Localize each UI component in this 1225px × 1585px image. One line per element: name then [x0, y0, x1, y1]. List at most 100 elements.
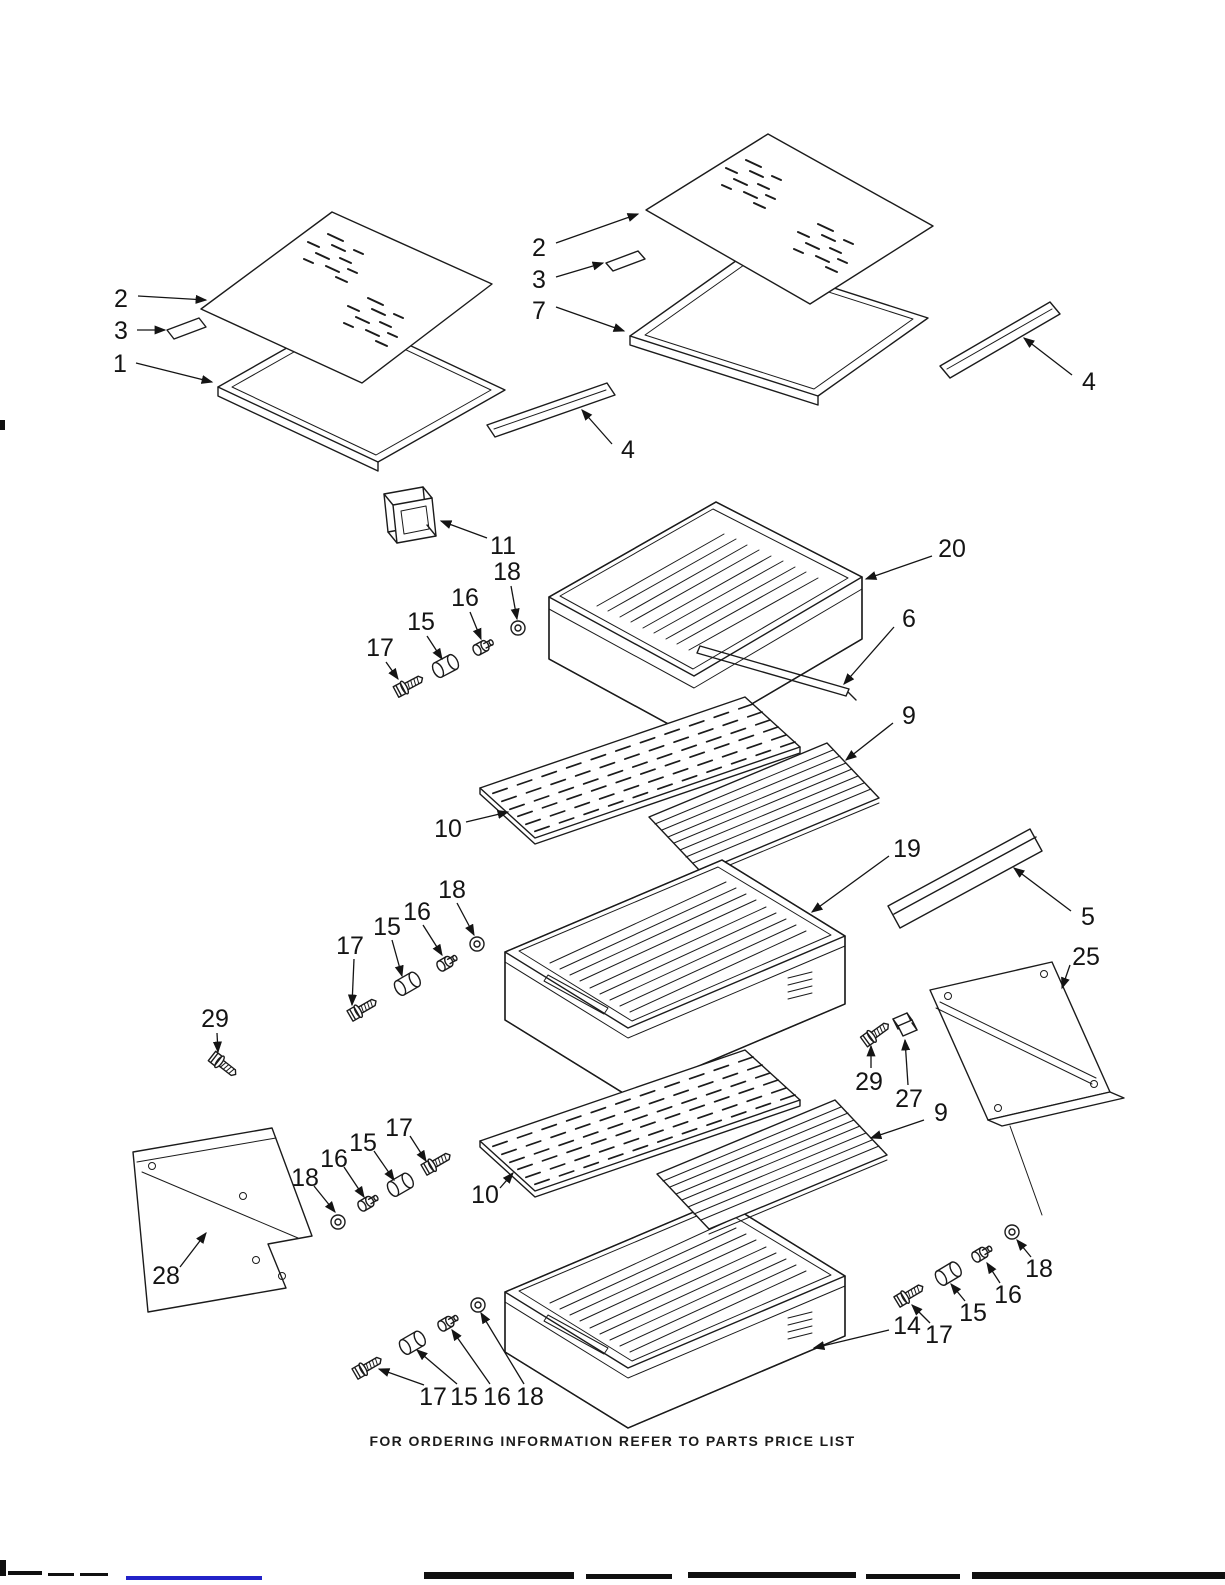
shelf-frame-right — [629, 257, 929, 406]
shelf-trim-left — [166, 317, 207, 340]
crisper-drawer-14 — [504, 1199, 846, 1429]
callout-label-10: 10 — [471, 1181, 499, 1209]
callout-label-16: 16 — [483, 1383, 511, 1411]
page-edge-artifact — [48, 1573, 74, 1576]
callout-leader-1 — [135, 362, 214, 384]
callout-leader-15 — [950, 1282, 966, 1302]
callout-leader-18 — [456, 902, 475, 937]
callout-leader-16 — [469, 611, 482, 641]
spacer-16 — [434, 951, 460, 974]
callout-leader-15 — [416, 1349, 458, 1385]
screw-17 — [350, 1352, 386, 1381]
callout-label-6: 6 — [902, 605, 916, 633]
callout-leader-17 — [385, 661, 399, 681]
callout-label-9: 9 — [902, 702, 916, 730]
screw-29-left — [206, 1049, 241, 1081]
callout-leader-10 — [465, 809, 510, 823]
callout-leader-11 — [439, 520, 488, 539]
callout-label-15: 15 — [450, 1383, 478, 1411]
wire-shelf-9-lower — [656, 1099, 888, 1235]
callout-label-18: 18 — [493, 558, 521, 586]
callout-leader-7 — [555, 306, 626, 332]
callout-leader-18 — [313, 1185, 336, 1214]
screw-17 — [419, 1148, 455, 1177]
wire-shelf-9-upper — [648, 742, 880, 878]
callout-leader-9 — [869, 1119, 925, 1139]
page-edge-artifact — [80, 1573, 108, 1576]
callout-leader-16 — [986, 1261, 1001, 1284]
page-edge-artifact — [0, 420, 5, 430]
callout-leader-18 — [480, 1311, 525, 1385]
callout-label-29: 29 — [201, 1005, 229, 1033]
callout-leader-2 — [555, 213, 640, 244]
washer-18 — [1004, 1224, 1020, 1240]
fastener-set-lower-left — [330, 1148, 455, 1230]
callout-leader-17 — [377, 1368, 425, 1386]
callout-label-20: 20 — [938, 535, 966, 563]
callout-label-2: 2 — [532, 234, 546, 262]
washer-18 — [470, 1297, 486, 1313]
clip-27 — [892, 1012, 918, 1037]
callout-label-18: 18 — [291, 1164, 319, 1192]
page-edge-artifact — [866, 1574, 960, 1579]
callout-label-15: 15 — [407, 608, 435, 636]
page-edge-artifact — [424, 1572, 574, 1579]
callout-leader-15 — [391, 939, 404, 978]
screw-17 — [392, 671, 427, 699]
callout-leader-18 — [510, 585, 520, 621]
callout-leader-15 — [426, 635, 443, 661]
end-cap-11 — [383, 486, 437, 544]
callout-label-15: 15 — [959, 1299, 987, 1327]
callout-leader-17 — [911, 1304, 931, 1324]
screw-17 — [345, 994, 381, 1023]
screw-17 — [892, 1279, 928, 1309]
callout-label-15: 15 — [349, 1129, 377, 1157]
callout-leader-14 — [812, 1329, 890, 1350]
glass-insert-10-lower — [479, 1049, 801, 1198]
shelf-glass-right — [645, 133, 934, 305]
callout-leader-10 — [499, 1172, 514, 1189]
callout-leader-15 — [373, 1150, 395, 1182]
shelf-trim-4-right — [939, 301, 1061, 379]
side-panel-28 — [132, 1127, 313, 1313]
callout-label-17: 17 — [366, 634, 394, 662]
callout-leader-3 — [555, 261, 605, 278]
callout-label-2: 2 — [114, 285, 128, 313]
callout-label-17: 17 — [419, 1383, 447, 1411]
callout-label-4: 4 — [621, 436, 635, 464]
callout-label-17: 17 — [385, 1114, 413, 1142]
callout-label-29: 29 — [855, 1068, 883, 1096]
fastener-set-bottom — [350, 1297, 486, 1381]
callout-leader-28 — [179, 1231, 207, 1268]
roller-15 — [396, 1328, 429, 1357]
callout-leader-19 — [810, 855, 890, 913]
callout-label-18: 18 — [438, 876, 466, 904]
callout-leader-25 — [1061, 964, 1071, 990]
spacer-16 — [969, 1242, 995, 1265]
callout-label-16: 16 — [320, 1145, 348, 1173]
callout-label-15: 15 — [373, 913, 401, 941]
callout-leader-9 — [844, 722, 894, 761]
screw-29-right — [859, 1018, 894, 1049]
callout-leader-16 — [422, 924, 443, 957]
callout-label-18: 18 — [516, 1383, 544, 1411]
callout-label-25: 25 — [1072, 943, 1100, 971]
callout-leader-17 — [409, 1135, 427, 1163]
callout-label-16: 16 — [451, 584, 479, 612]
shelf-glass-left — [200, 211, 493, 384]
callout-label-16: 16 — [994, 1281, 1022, 1309]
crisper-drawer-20 — [548, 501, 863, 739]
callout-label-27: 27 — [895, 1085, 923, 1113]
page-edge-artifact — [688, 1572, 856, 1578]
callout-label-5: 5 — [1081, 903, 1095, 931]
crisper-drawer-19 — [504, 859, 846, 1097]
spacer-16 — [435, 1311, 461, 1334]
callout-label-11: 11 — [490, 532, 516, 560]
callout-label-10: 10 — [434, 815, 462, 843]
callout-leader-4 — [581, 409, 613, 445]
callout-label-4: 4 — [1082, 368, 1096, 396]
callout-leader-27 — [901, 1038, 911, 1086]
